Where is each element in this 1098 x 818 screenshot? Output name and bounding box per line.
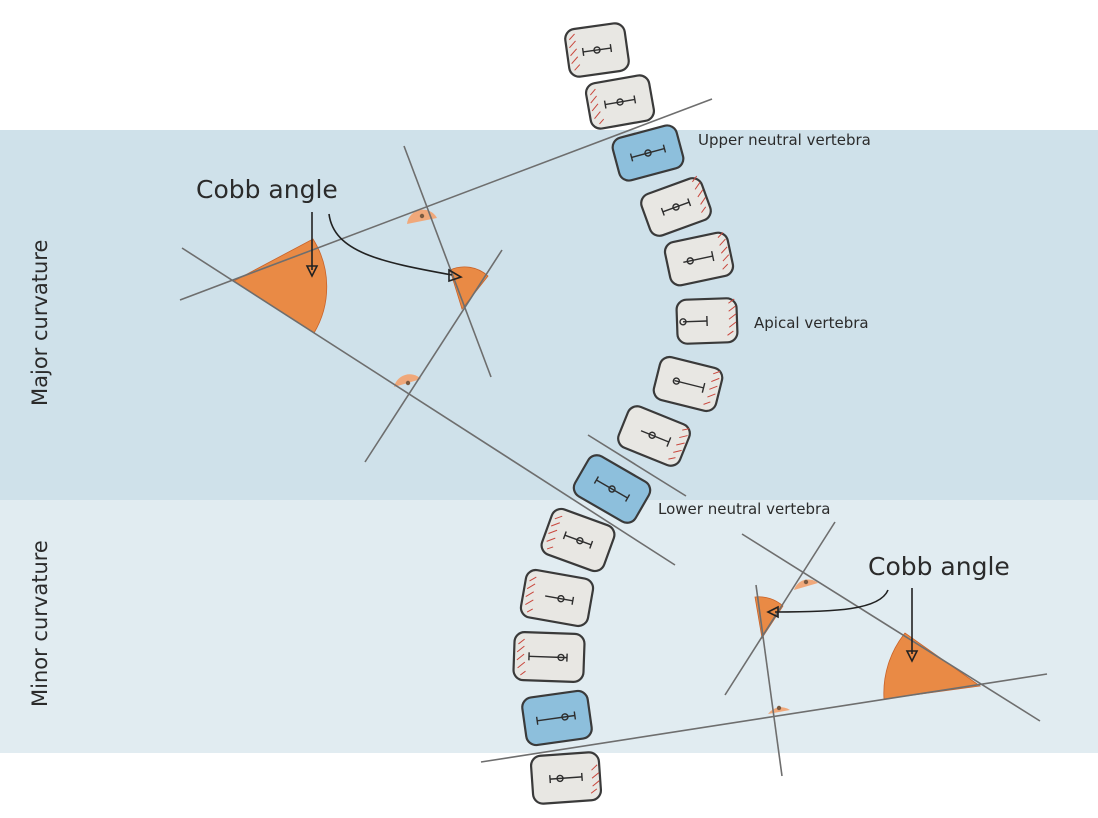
arrow [328,213,453,276]
upper-perpendicular-line [403,145,492,378]
vertebra [519,568,595,628]
minor-curvature-label: Minor curvature [28,540,52,707]
vertebra [540,507,616,573]
minor-upper-endplate-line [741,533,1041,722]
major-curvature-band [0,130,1098,500]
vertebra [529,751,603,805]
minor-upper-perpendicular-line [724,521,836,696]
upper-neutral-vertebra [611,124,685,182]
vertebra [512,631,586,683]
minor-cobb-angle-wedge [883,632,982,700]
neutral-parallel-line [587,434,687,497]
major-cobb-angle-wedge [233,238,328,334]
arrow-head [448,268,463,283]
vertebra [584,74,656,130]
vertebra [663,231,735,287]
lower-cobb-angle-label: Cobb angle [868,552,1010,581]
arrow-head [905,650,919,663]
arrow [774,589,889,613]
minor-lower-endplate-line [480,673,1048,763]
vertebra [652,355,724,413]
right-angle-marker [794,579,818,590]
cobb-angle-arrows [305,212,919,663]
arrow-head [766,605,779,619]
vertebra [564,22,630,78]
apical-vertebra-label: Apical vertebra [754,314,869,332]
lower-perpendicular-line [364,249,503,463]
vertebra [640,175,712,237]
major-curvature-label: Major curvature [28,239,52,406]
lower-neutral-vertebra-label: Lower neutral vertebra [658,500,831,518]
upper-endplate-line [179,98,713,301]
lower-endplate-line [181,247,676,566]
vertebra [617,405,691,467]
arrow-head [305,265,319,278]
right-angle-marker [394,374,421,387]
construction-lines [179,98,1048,777]
vertebra [521,689,593,747]
minor-lower-perpendicular-line [755,584,783,777]
apical-vertebra [675,297,739,345]
spine [512,22,739,805]
upper-neutral-vertebra-label: Upper neutral vertebra [698,131,871,149]
upper-cobb-angle-label: Cobb angle [196,175,338,204]
lower-neutral-vertebra [572,454,652,524]
